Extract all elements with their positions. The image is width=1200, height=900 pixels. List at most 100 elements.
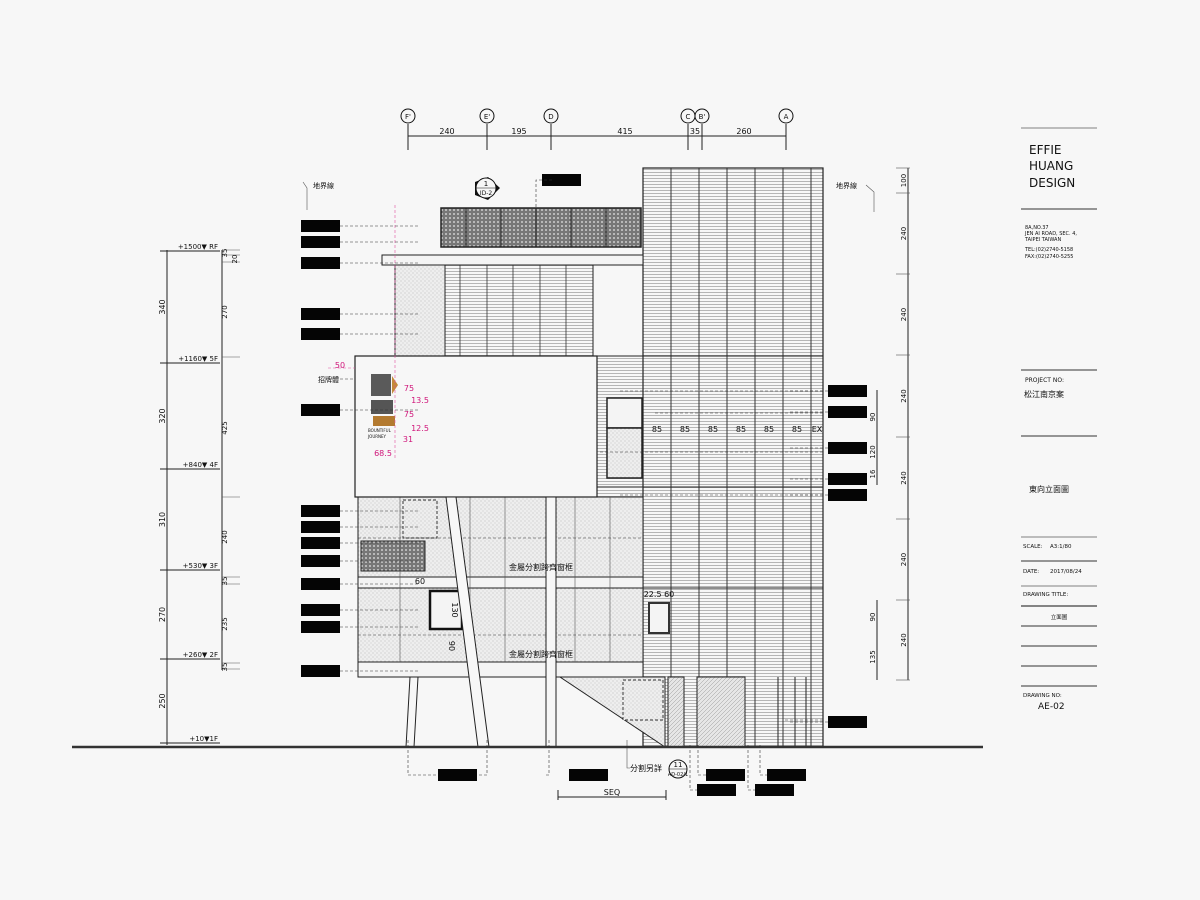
tower-facade xyxy=(592,167,824,748)
leader-line xyxy=(689,745,697,791)
grid-span: 240 xyxy=(439,127,454,136)
section-num: 11 xyxy=(674,761,683,769)
dimension-label: 35 xyxy=(221,249,229,258)
grid-span: 415 xyxy=(617,127,632,136)
fax: FAX:(02)2740-5255 xyxy=(1025,254,1073,260)
address-line: TAIPEI TAIWAN xyxy=(1024,237,1061,243)
logo-dim: 12.5 xyxy=(411,424,429,433)
grid-axis-label: C xyxy=(686,113,691,121)
panel-dim: 85 xyxy=(764,425,774,434)
drawing-no-value: AE-02 xyxy=(1038,702,1065,712)
logo-dim: 31 xyxy=(403,435,413,444)
dimension-label: 90 xyxy=(869,413,877,422)
firm-name: DESIGN xyxy=(1029,176,1075,190)
dimension-label: 240 xyxy=(900,471,908,484)
window-dimensions: 60 130 90 22.5 60 xyxy=(415,577,674,651)
address-line: 8A,NO.37 xyxy=(1025,225,1049,231)
drawing-title-label: DRAWING TITLE: xyxy=(1023,592,1068,598)
panel-dim: 85 xyxy=(680,425,690,434)
redacted-tag xyxy=(301,665,340,677)
date-label: DATE: xyxy=(1023,569,1039,575)
dimension-label: 90 xyxy=(869,613,877,622)
dimension-label: 320 xyxy=(158,408,167,423)
dimension-label: 100 xyxy=(900,174,908,187)
dimension-label: 270 xyxy=(221,305,229,318)
redacted-tag xyxy=(755,784,794,796)
logo-text: JOURNEY xyxy=(367,434,387,439)
grid-axis-label: A xyxy=(784,113,789,121)
dimension-label: 235 xyxy=(221,617,229,630)
panel-dim: 85 xyxy=(736,425,746,434)
grid-span: 260 xyxy=(736,127,751,136)
scale-value: A3:1/80 xyxy=(1050,544,1072,550)
grid-axis-label: E' xyxy=(484,113,490,121)
panel-dim: 85 xyxy=(792,425,802,434)
grid-bubble xyxy=(778,108,794,124)
window-dim: 90 xyxy=(447,641,456,651)
redacted-tag xyxy=(301,328,340,340)
note-metal-mullion: 金屬分割跨齊窗框 xyxy=(509,562,573,572)
window-dim: 22.5 60 xyxy=(644,590,675,599)
sign-label: 招牌體 xyxy=(318,375,339,384)
boundary-label-left: 地界線 xyxy=(313,181,334,190)
dimension-label: 270 xyxy=(158,607,167,622)
dimension-label: 240 xyxy=(900,227,908,240)
level-markers: +1500▼ RF+1160▼ 5F+840▼ 4F+530▼ 3F+260▼ … xyxy=(158,243,220,744)
leader-line xyxy=(747,745,755,791)
leader-line xyxy=(407,740,438,776)
redacted-tag xyxy=(828,716,867,728)
dimension-label: 16 xyxy=(869,469,877,478)
redacted-tag xyxy=(301,578,340,590)
grid-bubble xyxy=(479,108,495,124)
redacted-tag xyxy=(569,769,608,781)
redacted-tag xyxy=(301,604,340,616)
leader-line xyxy=(545,740,550,776)
redacted-tag xyxy=(301,220,340,232)
level-label: +1500▼ RF xyxy=(178,243,218,251)
redacted-tag xyxy=(301,521,340,533)
redacted-tag xyxy=(301,308,340,320)
level-label: +260▼ 2F xyxy=(183,651,218,659)
redacted-tag xyxy=(706,769,745,781)
sheet-title: 東向立面圖 xyxy=(1029,484,1069,494)
redacted-tag xyxy=(828,489,867,501)
level-label: +1160▼ 5F xyxy=(178,355,218,363)
grid-bubble xyxy=(694,108,710,124)
logo-dim: 75 xyxy=(404,384,414,393)
redacted-tag xyxy=(697,784,736,796)
panel-dimensions: 85 85 85 85 85 85 EX xyxy=(652,425,823,434)
section-ref: AD-02/1 xyxy=(668,772,688,778)
leader-line xyxy=(477,740,488,776)
grid-span: 195 xyxy=(511,127,526,136)
grid-axis-label: D xyxy=(548,113,553,121)
level-label: +840▼ 4F xyxy=(183,461,218,469)
grid-bubble xyxy=(400,108,416,124)
window-dim: 60 xyxy=(415,577,425,586)
panel-dim: 85 xyxy=(652,425,662,434)
dimension-label: 240 xyxy=(900,308,908,321)
redacted-tag xyxy=(301,555,340,567)
logo-dimensions: 50 75 13.5 75 12.5 31 68.5 xyxy=(335,361,429,458)
redacted-tag xyxy=(301,257,340,269)
firm-name: HUANG xyxy=(1029,159,1073,173)
firm-name: EFFIE xyxy=(1029,143,1062,157)
dimension-label: 250 xyxy=(158,693,167,708)
section-num: 1 xyxy=(484,180,488,188)
dimension-label: 35 xyxy=(221,663,229,672)
date-value: 2017/08/24 xyxy=(1050,569,1082,575)
seq-dimension: SEQ xyxy=(604,788,620,797)
redacted-tag xyxy=(301,236,340,248)
boundary-label-right: 地界線 xyxy=(836,181,857,190)
panel-dim: EX xyxy=(812,425,823,434)
dimension-label: 240 xyxy=(900,389,908,402)
dimension-label: 240 xyxy=(900,633,908,646)
window-dim: 130 xyxy=(450,602,459,617)
redacted-tag xyxy=(542,174,581,186)
logo-text: BOUNTIFUL xyxy=(368,428,392,433)
dimension-label: 240 xyxy=(900,553,908,566)
right-dimension-ruler: 100 240 240 240 240 240 240 xyxy=(896,167,910,681)
leader-line xyxy=(759,745,767,776)
logo: BOUNTIFUL JOURNEY xyxy=(367,374,398,439)
